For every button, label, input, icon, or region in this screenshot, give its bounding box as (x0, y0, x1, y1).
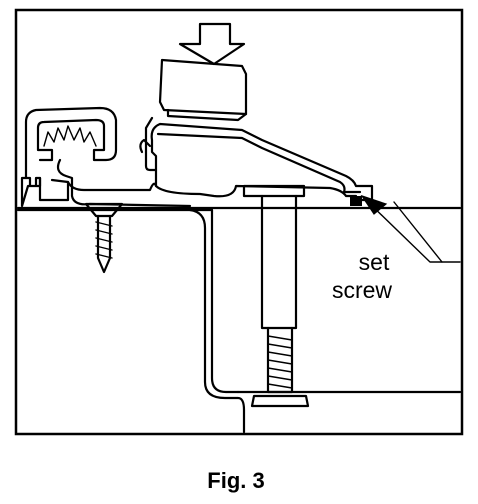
figure-caption: Fig. 3 (207, 468, 264, 493)
down-arrow-icon (178, 22, 246, 66)
figure-frame (14, 8, 464, 436)
set-screw-label-line1: set (359, 249, 390, 275)
load-block (158, 58, 248, 122)
clamp-bracket (66, 116, 374, 206)
mounting-rail (20, 106, 192, 208)
set-screw-label-line2: screw (332, 277, 392, 303)
set-screw-callout-leader (360, 194, 461, 263)
deck-flange (188, 208, 246, 434)
standoff-bolt (242, 184, 310, 408)
self-drilling-screw (84, 202, 124, 274)
deck-surface (16, 206, 462, 394)
